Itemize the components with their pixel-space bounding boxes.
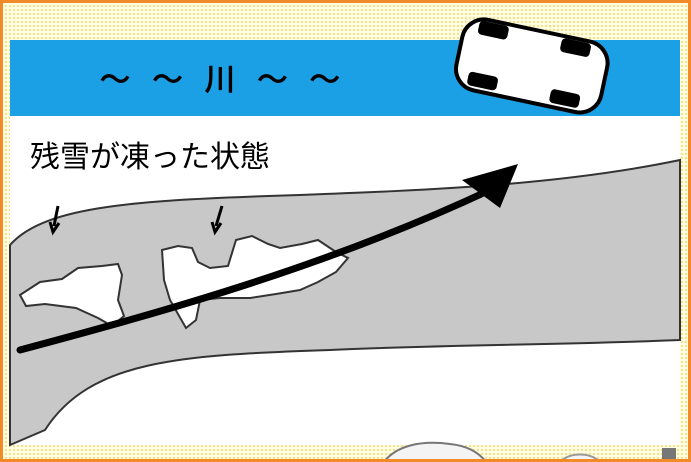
corner-marker bbox=[662, 448, 676, 462]
road-band bbox=[9, 158, 681, 447]
car-top-view-icon bbox=[454, 17, 610, 115]
direction-arrow-icon bbox=[16, 186, 494, 354]
pointer-arrow-icon bbox=[210, 221, 223, 236]
banner-title: ～ ～ 川 ～ ～ bbox=[100, 63, 346, 98]
decorative-sketch bbox=[559, 453, 601, 462]
state-label: 残雪が凍った状態 bbox=[30, 140, 270, 175]
snow-patch-1 bbox=[18, 262, 126, 328]
pointer-arrow-icon bbox=[52, 205, 60, 227]
direction-arrow-head bbox=[462, 164, 518, 208]
pointer-arrow-icon bbox=[214, 205, 224, 227]
decorative-sketch bbox=[383, 441, 487, 462]
pointer-arrow-icon bbox=[48, 221, 61, 236]
